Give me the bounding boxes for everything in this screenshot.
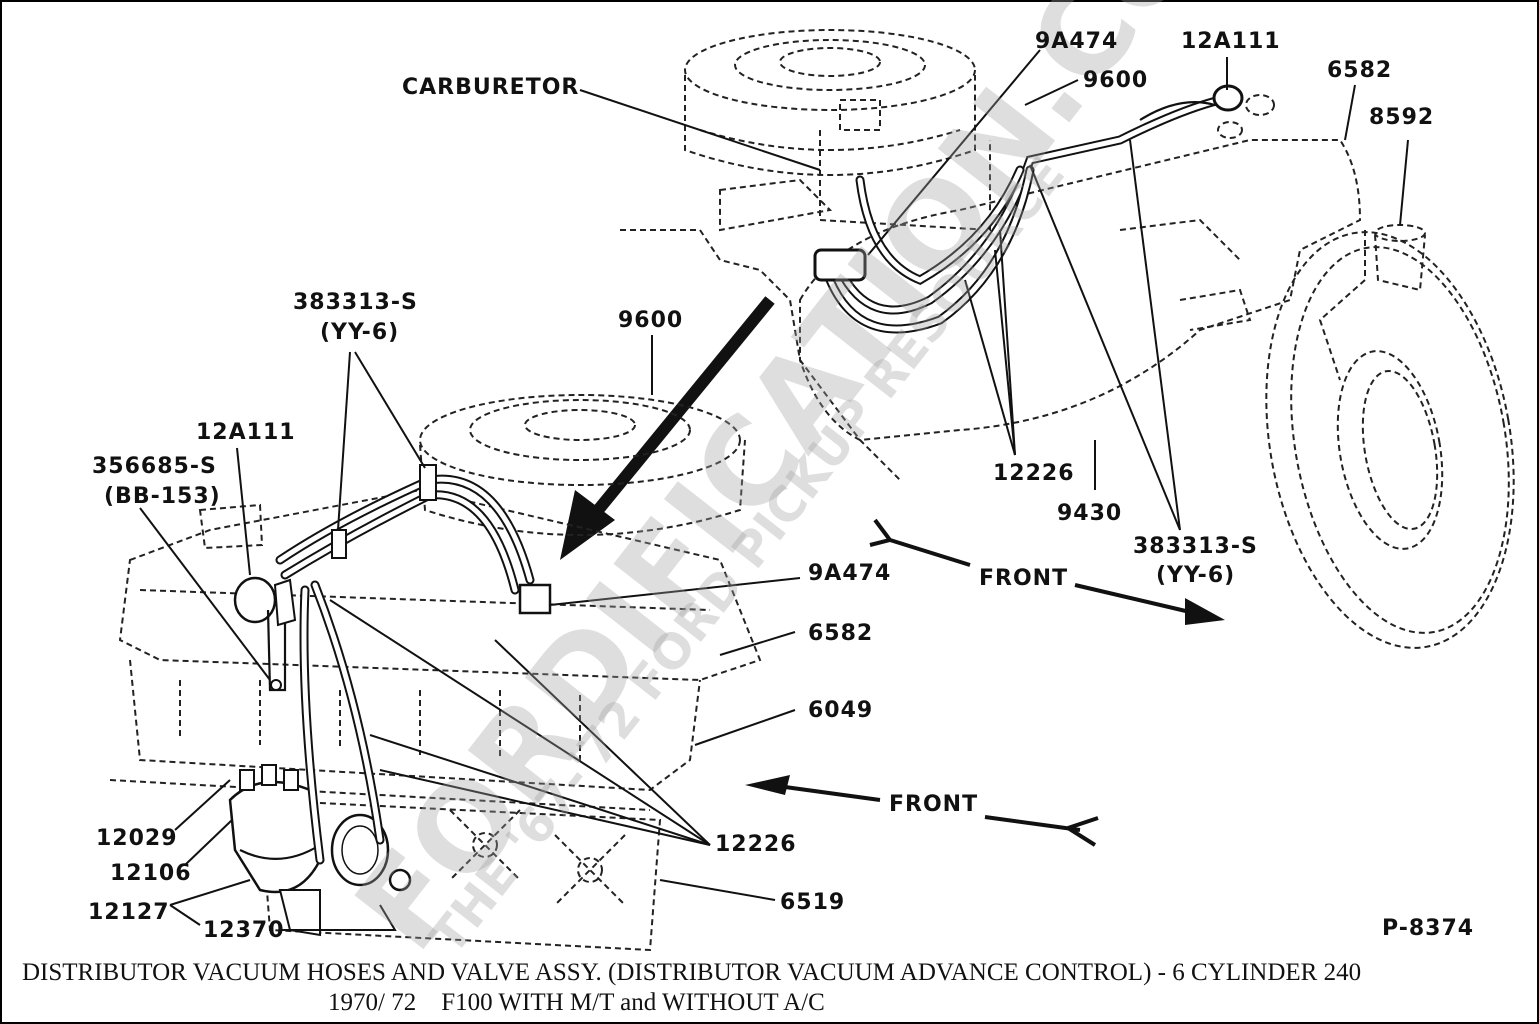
label-lower-12127: 12127 xyxy=(88,900,170,925)
lower-distributor xyxy=(228,764,412,937)
upper-leader-lines xyxy=(579,49,1409,531)
label-lower-6049: 6049 xyxy=(808,698,874,723)
label-upper-front: FRONT xyxy=(979,566,1069,591)
label-lower-12a111: 12A111 xyxy=(196,420,296,445)
lower-leader-lines xyxy=(139,335,801,931)
label-lower-12106: 12106 xyxy=(110,861,192,886)
lower-vacuum-hoses xyxy=(275,464,552,865)
label-lower-12226: 12226 xyxy=(715,832,797,857)
upper-front-arrow xyxy=(869,518,1225,625)
lower-air-cleaner xyxy=(419,394,746,536)
caption-line-1: DISTRIBUTOR VACUUM HOSES AND VALVE ASSY.… xyxy=(22,959,1362,986)
caption-line-2: 1970/ 72 F100 WITH M/T and WITHOUT A/C xyxy=(328,989,825,1016)
label-carburetor: CARBURETOR xyxy=(402,75,580,100)
label-upper-12a111: 12A111 xyxy=(1181,29,1281,54)
upper-fan-pulley xyxy=(1265,231,1515,649)
upper-thermostat-housing xyxy=(1318,224,1426,381)
label-upper-6582: 6582 xyxy=(1327,58,1393,83)
label-upper-8592: 8592 xyxy=(1369,105,1435,130)
label-lower-383313s: 383313-S xyxy=(293,290,418,315)
label-lower-yy6: (YY-6) xyxy=(320,320,400,345)
label-upper-9600: 9600 xyxy=(1083,68,1149,93)
label-lower-12370: 12370 xyxy=(203,918,285,943)
label-lower-6582: 6582 xyxy=(808,621,874,646)
label-lower-6519: 6519 xyxy=(780,890,846,915)
upper-engine-block xyxy=(620,94,1362,481)
label-lower-bb153: (BB-153) xyxy=(104,484,221,509)
upper-air-cleaner xyxy=(684,29,976,176)
label-upper-9430: 9430 xyxy=(1057,501,1123,526)
lower-engine-block xyxy=(109,659,701,811)
label-lower-12029: 12029 xyxy=(96,826,178,851)
upper-vacuum-hoses xyxy=(813,84,1244,334)
label-upper-12226: 12226 xyxy=(993,461,1075,486)
lower-valve-12a111 xyxy=(233,576,297,692)
figure-id: P-8374 xyxy=(1382,916,1475,941)
label-lower-356685s: 356685-S xyxy=(92,454,217,479)
label-lower-9600: 9600 xyxy=(618,308,684,333)
upper-carburetor xyxy=(719,99,991,232)
label-upper-yy6: (YY-6) xyxy=(1156,563,1236,588)
label-upper-383313s: 383313-S xyxy=(1133,534,1258,559)
label-lower-9a474: 9A474 xyxy=(808,561,892,586)
label-lower-front: FRONT xyxy=(889,792,979,817)
lower-front-arrow xyxy=(745,775,1099,847)
label-upper-9a474: 9A474 xyxy=(1035,29,1119,54)
